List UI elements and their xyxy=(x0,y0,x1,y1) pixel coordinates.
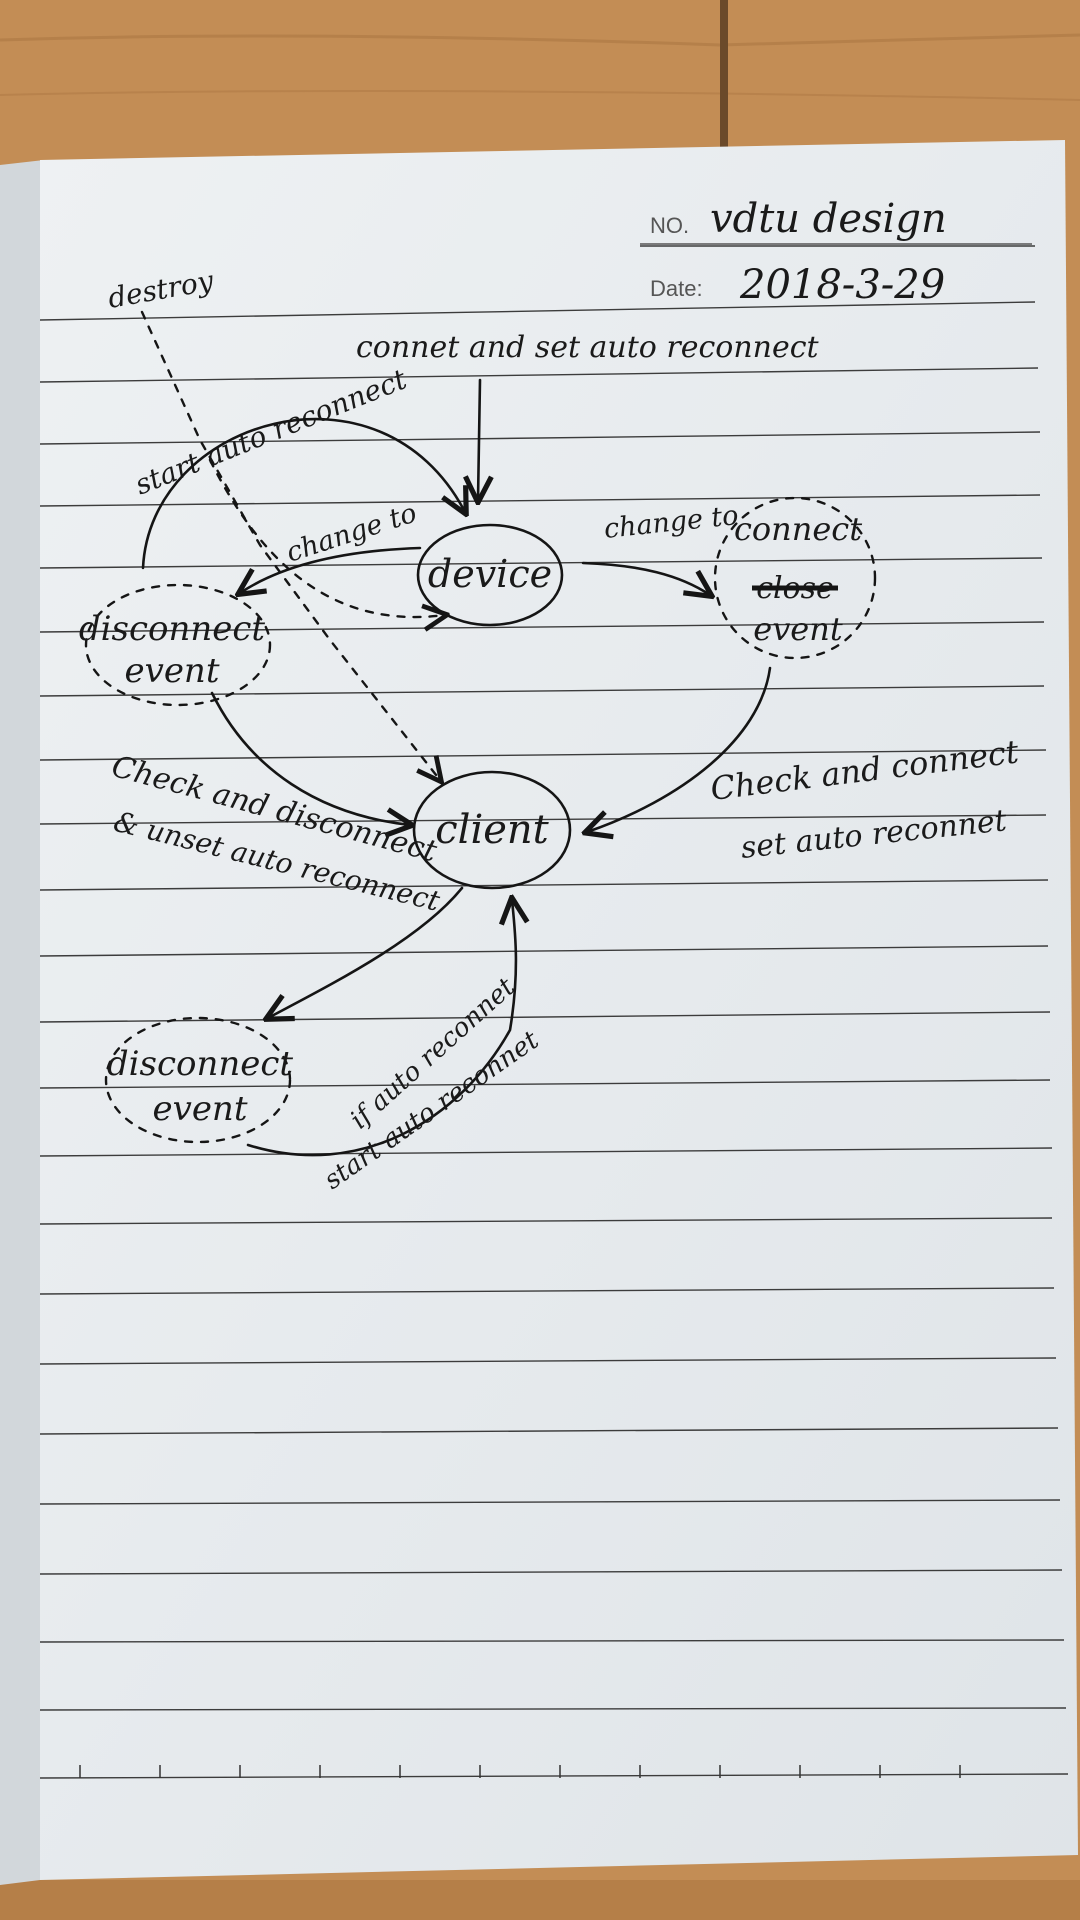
connect-event-line1: connect xyxy=(734,510,862,548)
auto-reconnect-arrow xyxy=(246,900,516,1157)
change-to-connect-arrow xyxy=(581,561,710,595)
check-connect-arrow xyxy=(587,666,772,832)
client-label: client xyxy=(435,807,549,853)
connect-and-set-auto-reconnect-label: connet and set auto reconnect xyxy=(356,330,820,365)
destroy-dashed-line-to-client xyxy=(140,310,440,780)
notebook-page xyxy=(40,140,1078,1880)
disconnect-event-top-line2: event xyxy=(124,651,219,691)
connect-arrow-to-device xyxy=(478,378,480,500)
left-page-edge xyxy=(0,160,44,1885)
disconnect-event-node-bottom xyxy=(104,1016,292,1144)
change-to-disconnect-arrow xyxy=(240,546,422,593)
ruled-lines xyxy=(39,245,1069,1779)
device-label: device xyxy=(428,552,552,596)
date-value: 2018-3-29 xyxy=(739,262,945,308)
date-label: Date: xyxy=(650,276,703,301)
start-auto-reconnect-arrow xyxy=(141,417,465,570)
connect-event-node xyxy=(713,496,877,660)
disconnect-event-top-line1: disconnect xyxy=(79,609,266,649)
destroy-dashed-line-to-device xyxy=(208,458,445,617)
disconnect-event-bottom-line2: event xyxy=(152,1089,247,1129)
table-seam xyxy=(720,0,728,150)
no-value: vdtu design xyxy=(710,196,947,242)
connect-event-line3: event xyxy=(753,610,843,648)
disconnect-event-bottom-line1: disconnect xyxy=(107,1044,294,1084)
check-disconnect-arrow xyxy=(210,691,410,825)
no-label: NO. xyxy=(650,213,689,238)
client-to-disconnect-arrow xyxy=(268,886,464,1018)
disconnect-event-node-top xyxy=(84,583,272,707)
device-node xyxy=(416,523,564,627)
ruler-ticks xyxy=(79,1765,961,1778)
